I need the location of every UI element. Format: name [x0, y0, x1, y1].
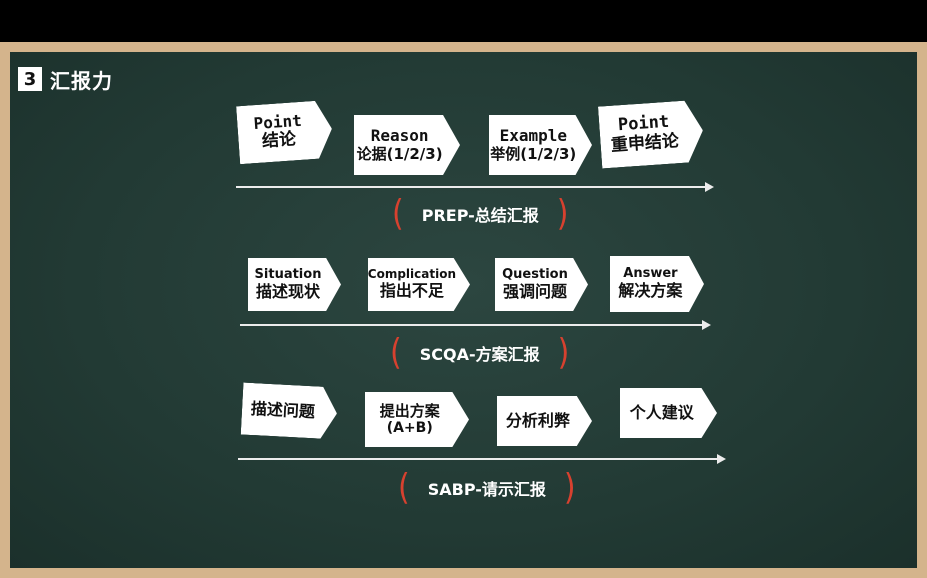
- prep-timeline-arrow: [236, 182, 714, 192]
- caption-text: SABP-请示汇报: [427, 479, 546, 499]
- sabp-card-pros-cons: 分析利弊: [497, 396, 592, 446]
- sabp-caption: ( SABP-请示汇报 ): [398, 467, 576, 509]
- prep-card-point: Point 结论: [236, 100, 334, 164]
- scqa-card-complication: Complication 指出不足: [368, 258, 470, 311]
- sabp-card-personal-advice: 个人建议: [620, 388, 717, 438]
- scqa-timeline-arrow: [240, 320, 711, 330]
- card-zh-label: 重申结论: [610, 131, 680, 156]
- scqa-card-situation: Situation 描述现状: [248, 258, 341, 311]
- card-zh-label: 解决方案: [618, 281, 683, 301]
- section-heading: 3 汇报力: [18, 66, 113, 93]
- left-paren-icon: (: [398, 466, 410, 509]
- sabp-card-describe-problem: 描述问题: [241, 383, 339, 440]
- card-zh-label: 描述现状: [255, 281, 320, 301]
- card-zh-label: 提出方案: [379, 401, 440, 420]
- prep-card-point-restate: Point 重申结论: [598, 99, 705, 168]
- caption-text: PREP-总结汇报: [421, 205, 539, 225]
- card-zh-label: 强调问题: [502, 281, 567, 301]
- scqa-caption: ( SCQA-方案汇报 ): [390, 332, 569, 374]
- scqa-card-answer: Answer 解决方案: [610, 256, 704, 312]
- prep-caption: ( PREP-总结汇报 ): [392, 193, 569, 235]
- prep-card-reason: Reason 论据(1/2/3): [354, 115, 460, 175]
- section-title: 汇报力: [50, 68, 113, 93]
- left-paren-icon: (: [392, 192, 404, 235]
- right-paren-icon: ): [556, 192, 569, 235]
- card-en-label: Question: [502, 266, 568, 282]
- section-number-badge: 3: [18, 67, 42, 91]
- card-sub-label: (A+B): [386, 420, 433, 437]
- card-zh-label: 结论: [261, 129, 297, 153]
- card-en-label: Answer: [623, 266, 678, 282]
- right-paren-icon: ): [557, 331, 570, 374]
- card-zh-label: 论据(1/2/3): [356, 144, 443, 163]
- card-en-label: Situation: [254, 266, 322, 282]
- card-zh-label: 描述问题: [250, 398, 316, 422]
- card-zh-label: 举例(1/2/3): [490, 144, 577, 163]
- card-zh-label: 分析利弊: [505, 410, 570, 430]
- left-paren-icon: (: [390, 331, 402, 374]
- card-zh-label: 指出不足: [379, 281, 444, 301]
- card-en-label: Complication: [367, 267, 456, 282]
- caption-text: SCQA-方案汇报: [419, 344, 540, 364]
- card-zh-label: 个人建议: [629, 402, 694, 422]
- chalkboard: [10, 52, 917, 568]
- scqa-card-question: Question 强调问题: [495, 258, 588, 311]
- sabp-timeline-arrow: [238, 454, 726, 464]
- sabp-card-propose-solution: 提出方案 (A+B): [365, 392, 469, 447]
- right-paren-icon: ): [563, 466, 576, 509]
- card-en-label: Example: [499, 126, 567, 146]
- prep-card-example: Example 举例(1/2/3): [489, 115, 592, 175]
- card-en-label: Reason: [370, 126, 429, 146]
